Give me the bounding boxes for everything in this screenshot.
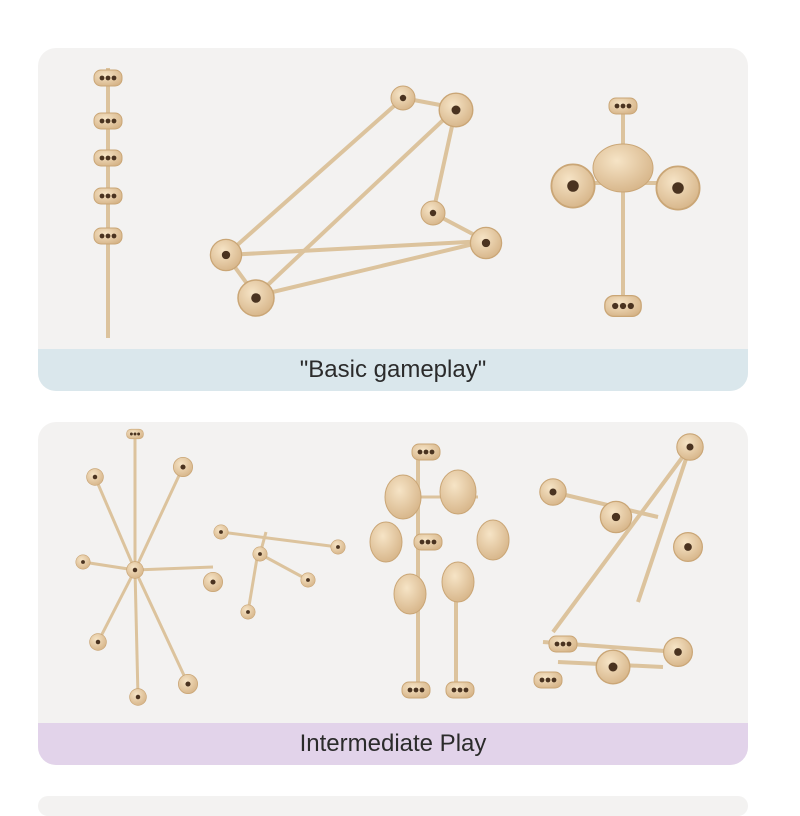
basic-gameplay-photo xyxy=(93,68,701,338)
next-panel-edge xyxy=(38,796,748,816)
stacked-tower-model xyxy=(93,68,123,338)
intermediate-play-photo xyxy=(75,428,704,706)
basic-gameplay-panel: "Basic gameplay" xyxy=(38,48,748,391)
intermediate-play-panel: Intermediate Play xyxy=(38,422,748,765)
robot-figure-model xyxy=(369,443,510,699)
section-caption-basic: "Basic gameplay" xyxy=(38,349,748,391)
chair-frame-model xyxy=(542,445,692,669)
starburst-model xyxy=(82,432,214,698)
wheel-figure-model xyxy=(550,97,701,318)
molecule-model xyxy=(220,530,339,613)
triangle-frame-model xyxy=(224,96,487,298)
section-caption-intermediate: Intermediate Play xyxy=(38,723,748,765)
